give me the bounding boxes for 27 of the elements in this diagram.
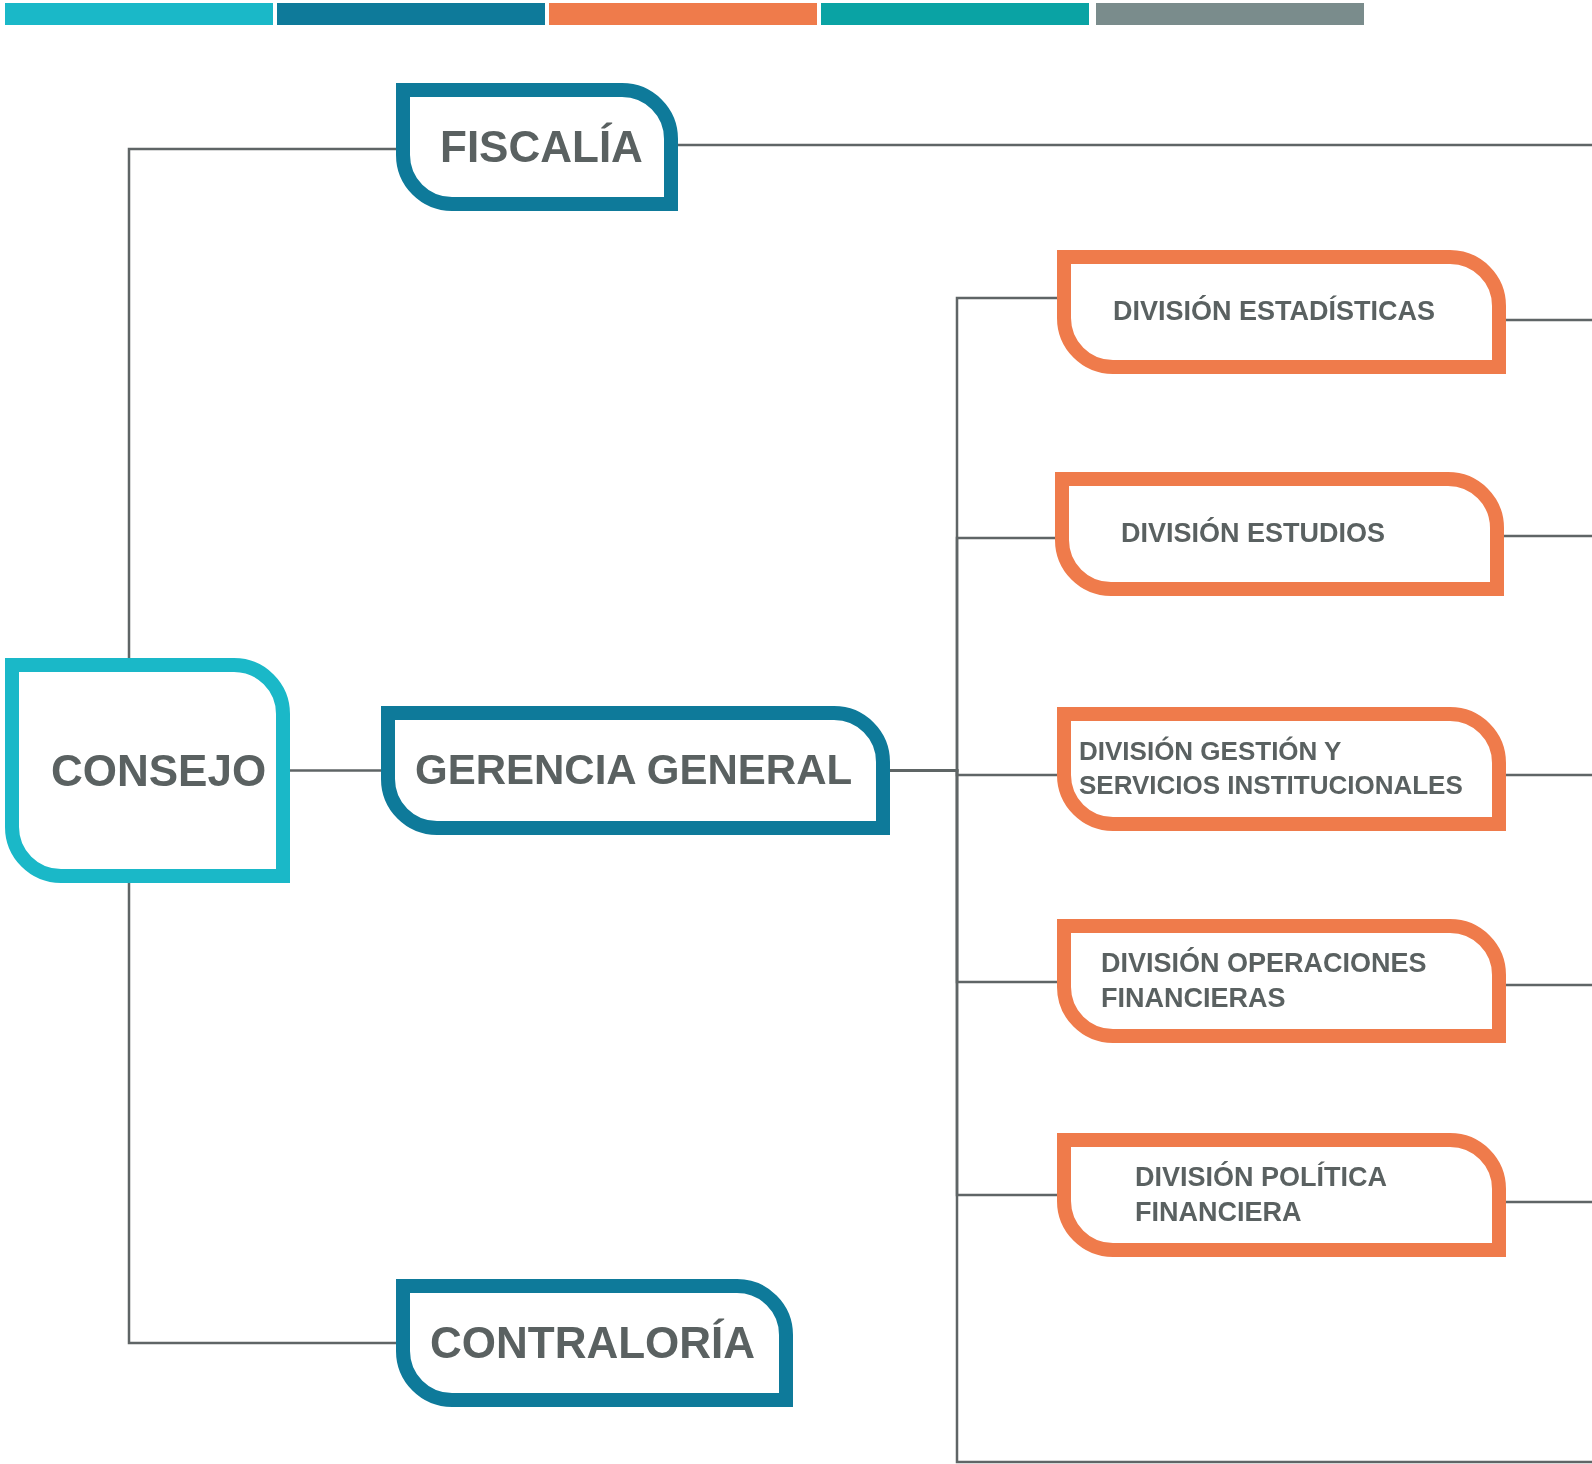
org-unit-box bbox=[381, 706, 890, 835]
unit-name: FISCALÍA bbox=[440, 121, 643, 174]
unit-name: DIVISIÓN ESTADÍSTICAS bbox=[1113, 294, 1436, 329]
org-unit-box bbox=[396, 1279, 793, 1407]
org-unit-box bbox=[5, 658, 290, 883]
unit-name: DIVISIÓN GESTIÓN Y SERVICIOS INSTITUCIONALES bbox=[1079, 735, 1464, 802]
unit-name: DIVISIÓN ESTUDIOS bbox=[1121, 516, 1386, 551]
connector-line bbox=[1506, 773, 1592, 777]
connector-line bbox=[1506, 1200, 1592, 1204]
connector-line bbox=[1506, 318, 1592, 322]
connector-line bbox=[1506, 983, 1592, 987]
org-unit-box bbox=[1055, 472, 1504, 596]
connector-line bbox=[127, 883, 396, 1345]
unit-name: DIVISIÓN POLÍTICA FINANCIERA bbox=[1135, 1160, 1387, 1229]
org-unit-box bbox=[1057, 1133, 1506, 1257]
org-unit-box bbox=[396, 83, 678, 211]
unit-name: DIVISIÓN OPERACIONES FINANCIERAS bbox=[1101, 946, 1428, 1015]
connector-line bbox=[678, 143, 1592, 147]
org-unit-box bbox=[1057, 707, 1506, 831]
unit-name: CONTRALORÍA bbox=[430, 1317, 756, 1370]
connector-line bbox=[290, 769, 381, 772]
org-unit-box bbox=[1057, 250, 1506, 374]
connector-line bbox=[127, 147, 396, 658]
unit-name: CONSEJO bbox=[51, 744, 267, 797]
org-unit-box bbox=[1057, 919, 1506, 1043]
unit-name: GERENCIA GENERAL bbox=[415, 745, 853, 796]
connector-line bbox=[1504, 534, 1592, 538]
